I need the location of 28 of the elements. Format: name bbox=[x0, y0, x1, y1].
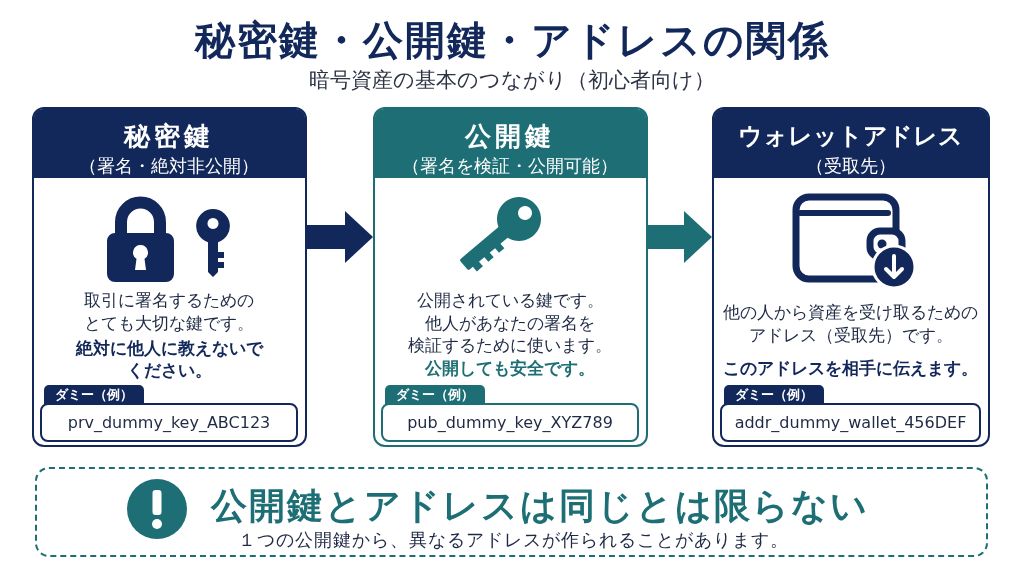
emphasis-text: 絶対に他人に教えないでください。 bbox=[75, 337, 263, 381]
emphasis-text: このアドレスを相手に伝えます。 bbox=[723, 357, 978, 379]
card-title: 秘密鍵 bbox=[124, 120, 214, 152]
card-subtitle: （署名を検証・公開可能） bbox=[402, 154, 618, 178]
arrow bbox=[648, 211, 712, 263]
example-tag: ダミー（例） bbox=[724, 385, 824, 404]
note-text: １つの公開鍵から、異なるアドレスが作られることがあります。 bbox=[237, 528, 789, 552]
card-subtitle: （受取先） bbox=[805, 154, 896, 178]
info-card bbox=[373, 107, 648, 447]
example-field: pub_dummy_key_XYZ789 bbox=[381, 403, 639, 442]
arrow bbox=[307, 211, 373, 263]
description-text: 他の人から資産を受け取るためのアドレス（受取先）です。 bbox=[723, 301, 978, 346]
title: 秘密鍵・公開鍵・アドレスの関係 bbox=[194, 16, 830, 65]
description-text: 取引に署名するためのとても大切な鍵です。 bbox=[84, 289, 254, 334]
info-card bbox=[712, 107, 990, 447]
subtitle: 暗号資産の基本のつながり（初心者向け） bbox=[309, 67, 715, 94]
note-heading: 公開鍵とアドレスは同じとは限らない bbox=[211, 484, 869, 528]
example-field: prv_dummy_key_ABC123 bbox=[40, 403, 298, 442]
example-field: addr_dummy_wallet_456DEF bbox=[720, 403, 981, 442]
emphasis-text: 公開しても安全です。 bbox=[425, 357, 595, 379]
card-title: 公開鍵 bbox=[465, 120, 555, 152]
note-box bbox=[35, 467, 988, 557]
example-tag: ダミー（例） bbox=[385, 385, 485, 404]
example-tag: ダミー（例） bbox=[44, 385, 144, 404]
description-text: 公開されている鍵です。他人があなたの署名を検証するために使います。 bbox=[408, 289, 612, 357]
card-subtitle: （署名・絶対非公開） bbox=[79, 154, 259, 178]
card-title: ウォレットアドレス bbox=[738, 121, 963, 152]
info-card bbox=[32, 107, 307, 447]
